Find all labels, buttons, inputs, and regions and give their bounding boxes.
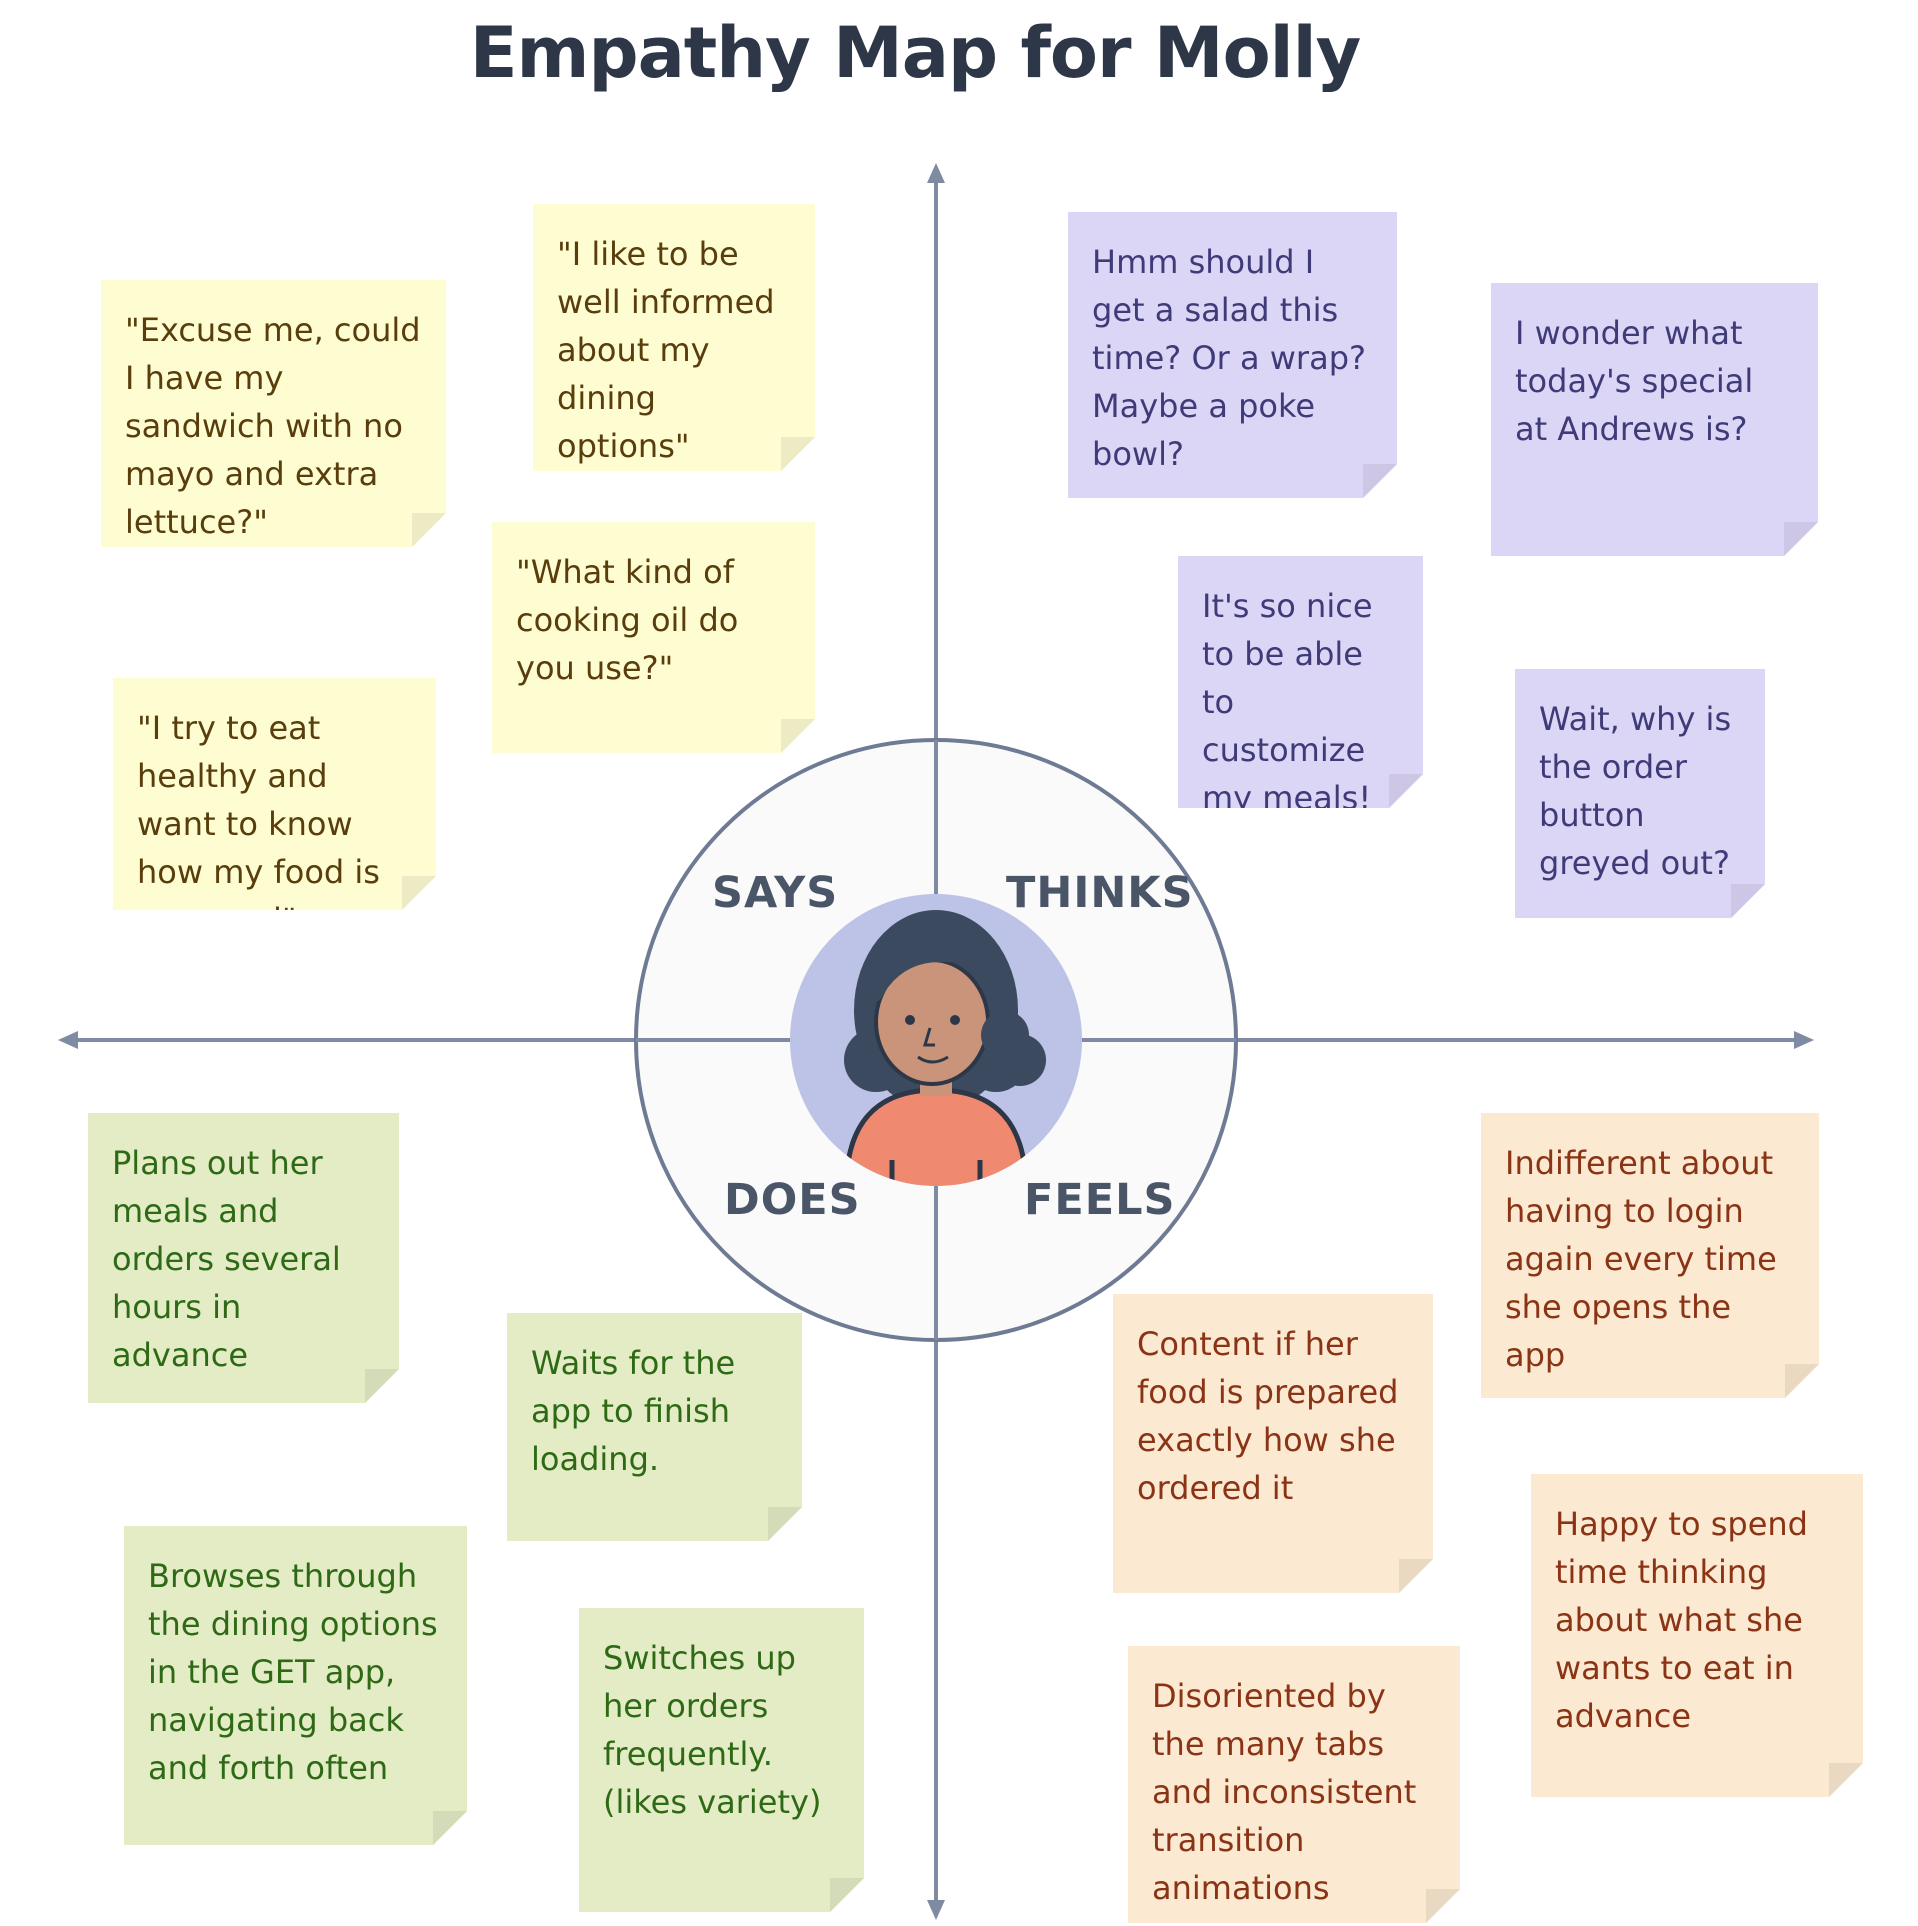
note-fold-corner bbox=[1399, 1559, 1433, 1593]
quadrant-label-does: DOES bbox=[724, 1175, 861, 1225]
quadrant-label-says: SAYS bbox=[712, 868, 839, 918]
says-note: "Excuse me, could I have my sandwich wit… bbox=[101, 280, 446, 547]
feels-note: Content if her food is prepared exactly … bbox=[1113, 1294, 1433, 1593]
axis-arrow-left bbox=[58, 1031, 78, 1049]
note-fold-corner bbox=[365, 1369, 399, 1403]
note-fold-corner bbox=[1784, 522, 1818, 556]
note-fold-corner bbox=[402, 876, 436, 910]
feels-note: Happy to spend time thinking about what … bbox=[1531, 1474, 1863, 1797]
says-note: "I like to be well informed about my din… bbox=[533, 204, 815, 471]
thinks-note: Wait, why is the order button greyed out… bbox=[1515, 669, 1765, 918]
note-fold-corner bbox=[781, 437, 815, 471]
does-note: Switches up her orders frequently. (like… bbox=[579, 1608, 864, 1912]
axis-arrow-up bbox=[927, 163, 945, 183]
note-fold-corner bbox=[781, 719, 815, 753]
note-fold-corner bbox=[1829, 1763, 1863, 1797]
does-note: Browses through the dining options in th… bbox=[124, 1526, 467, 1845]
note-fold-corner bbox=[1731, 884, 1765, 918]
says-note: "What kind of cooking oil do you use?" bbox=[492, 522, 815, 753]
axis-arrow-right bbox=[1794, 1031, 1814, 1049]
note-fold-corner bbox=[1363, 464, 1397, 498]
thinks-note: It's so nice to be able to customize my … bbox=[1178, 556, 1423, 808]
quadrant-label-feels: FEELS bbox=[1024, 1175, 1176, 1225]
axis-arrow-down bbox=[927, 1900, 945, 1920]
note-fold-corner bbox=[433, 1811, 467, 1845]
note-fold-corner bbox=[830, 1878, 864, 1912]
feels-note: Disoriented by the many tabs and inconsi… bbox=[1128, 1646, 1460, 1923]
does-note: Waits for the app to finish loading. bbox=[507, 1313, 802, 1541]
page-title: Empathy Map for Molly bbox=[469, 12, 1362, 94]
note-fold-corner bbox=[1785, 1364, 1819, 1398]
persona-avatar-icon bbox=[790, 894, 1082, 1186]
note-fold-corner bbox=[768, 1507, 802, 1541]
thinks-note: I wonder what today's special at Andrews… bbox=[1491, 283, 1818, 556]
note-fold-corner bbox=[1389, 774, 1423, 808]
does-note: Plans out her meals and orders several h… bbox=[88, 1113, 399, 1403]
feels-note: Indifferent about having to login again … bbox=[1481, 1113, 1819, 1398]
says-note: "I try to eat healthy and want to know h… bbox=[113, 678, 436, 910]
quadrant-label-thinks: THINKS bbox=[1006, 868, 1194, 918]
thinks-note: Hmm should I get a salad this time? Or a… bbox=[1068, 212, 1397, 498]
note-fold-corner bbox=[1426, 1889, 1460, 1923]
note-fold-corner bbox=[412, 513, 446, 547]
